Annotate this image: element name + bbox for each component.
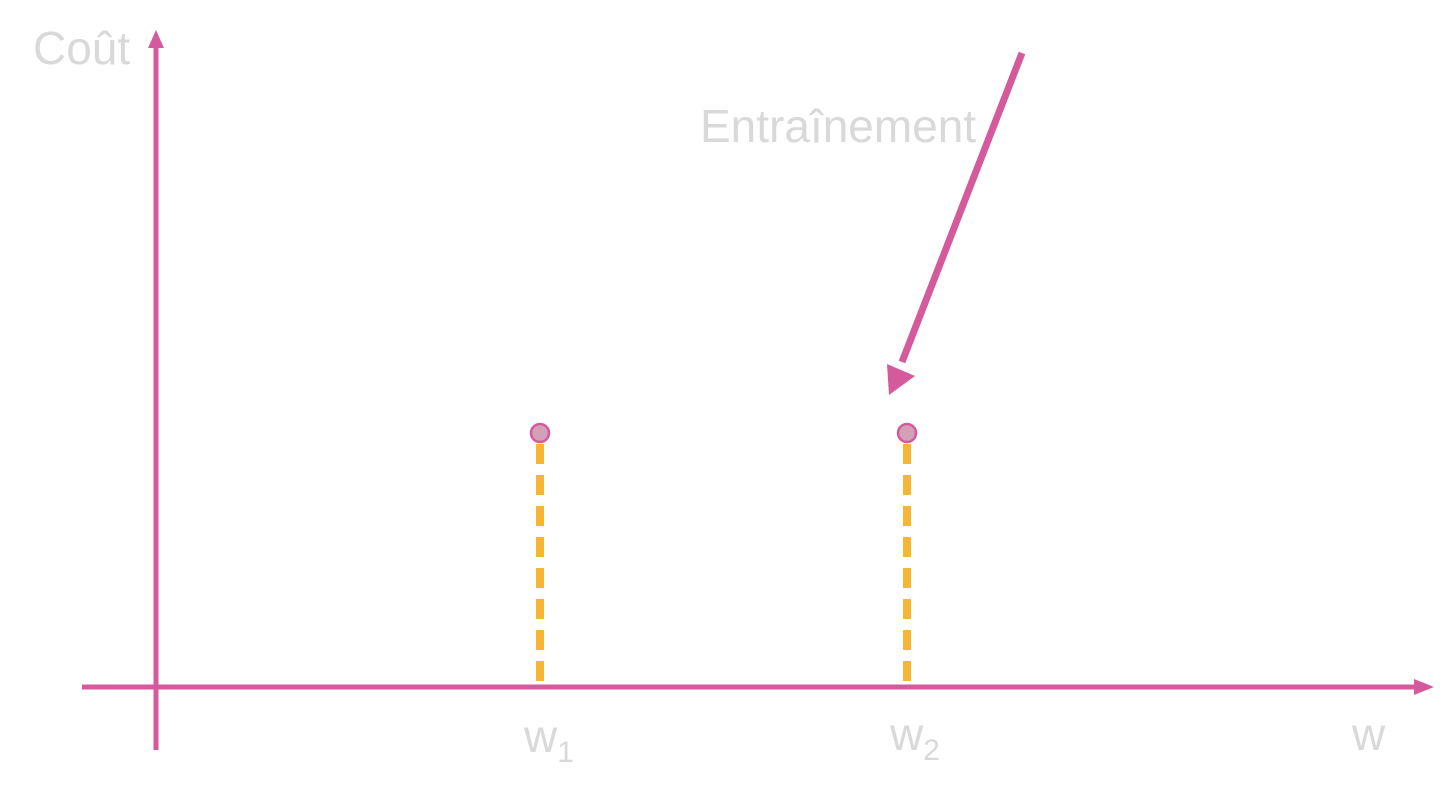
tick-label-w1-sub: 1 — [557, 736, 574, 769]
tick-label-w1: w1 — [523, 710, 574, 769]
annotation-arrow — [898, 51, 1026, 364]
tick-label-w2-sub: 2 — [923, 734, 940, 767]
point-w1 — [529, 422, 551, 444]
tick-label-w2-base: w — [889, 708, 924, 760]
tick-label-w1-base: w — [523, 710, 558, 762]
x-axis-label: w — [1351, 708, 1386, 760]
x-axis-arrowhead — [1414, 679, 1434, 695]
annotation-label: Entraînement — [700, 100, 976, 152]
y-axis-label: Coût — [33, 22, 130, 74]
y-axis-arrowhead — [148, 30, 164, 48]
tick-label-w2: w2 — [889, 708, 940, 767]
annotation-arrowhead — [887, 364, 915, 395]
point-w2 — [896, 422, 918, 444]
